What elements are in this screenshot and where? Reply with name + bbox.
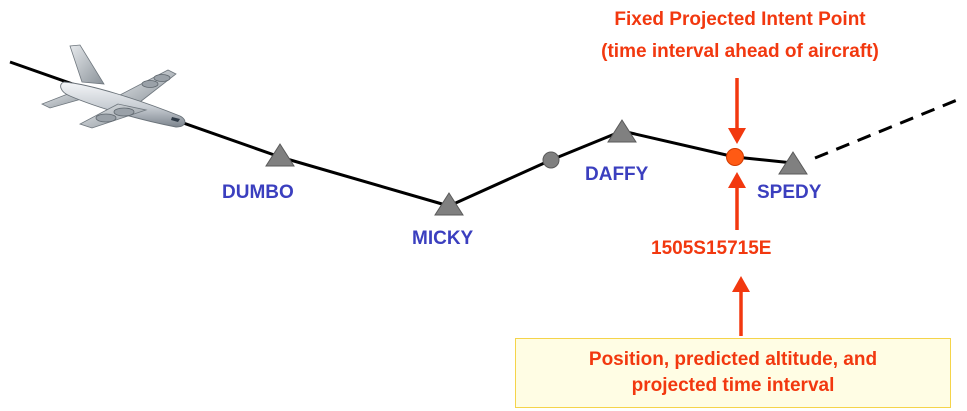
position-report-label: 1505S15715E — [651, 238, 772, 259]
arrow-up-icon — [728, 172, 746, 230]
waypoint-daffy-label: DAFFY — [585, 164, 649, 185]
waypoint-dumbo-marker — [265, 143, 295, 167]
waypoint-dumbo-label: DUMBO — [222, 182, 294, 203]
intent-point-marker — [726, 148, 744, 166]
arrow-down-icon — [728, 78, 746, 144]
projected-route-dashed — [814, 96, 963, 160]
aircraft-icon — [41, 44, 186, 129]
waypoint-spedy-marker — [778, 151, 808, 175]
info-box-line-2: projected time interval — [631, 375, 835, 396]
info-box-line-1: Position, predicted altitude, and — [588, 349, 878, 370]
reporting-point-marker — [542, 151, 560, 169]
waypoint-daffy-marker — [607, 119, 637, 143]
intent-point-title: Fixed Projected Intent Point — [614, 9, 866, 30]
info-box: Position, predicted altitude, and projec… — [515, 338, 951, 408]
route-line — [9, 60, 794, 208]
arrow-up-long-icon — [732, 276, 750, 336]
waypoint-micky-label: MICKY — [412, 228, 474, 249]
waypoint-spedy-label: SPEDY — [757, 182, 822, 203]
intent-point-subtitle: (time interval ahead of aircraft) — [601, 41, 879, 62]
waypoint-micky-marker — [434, 192, 464, 216]
